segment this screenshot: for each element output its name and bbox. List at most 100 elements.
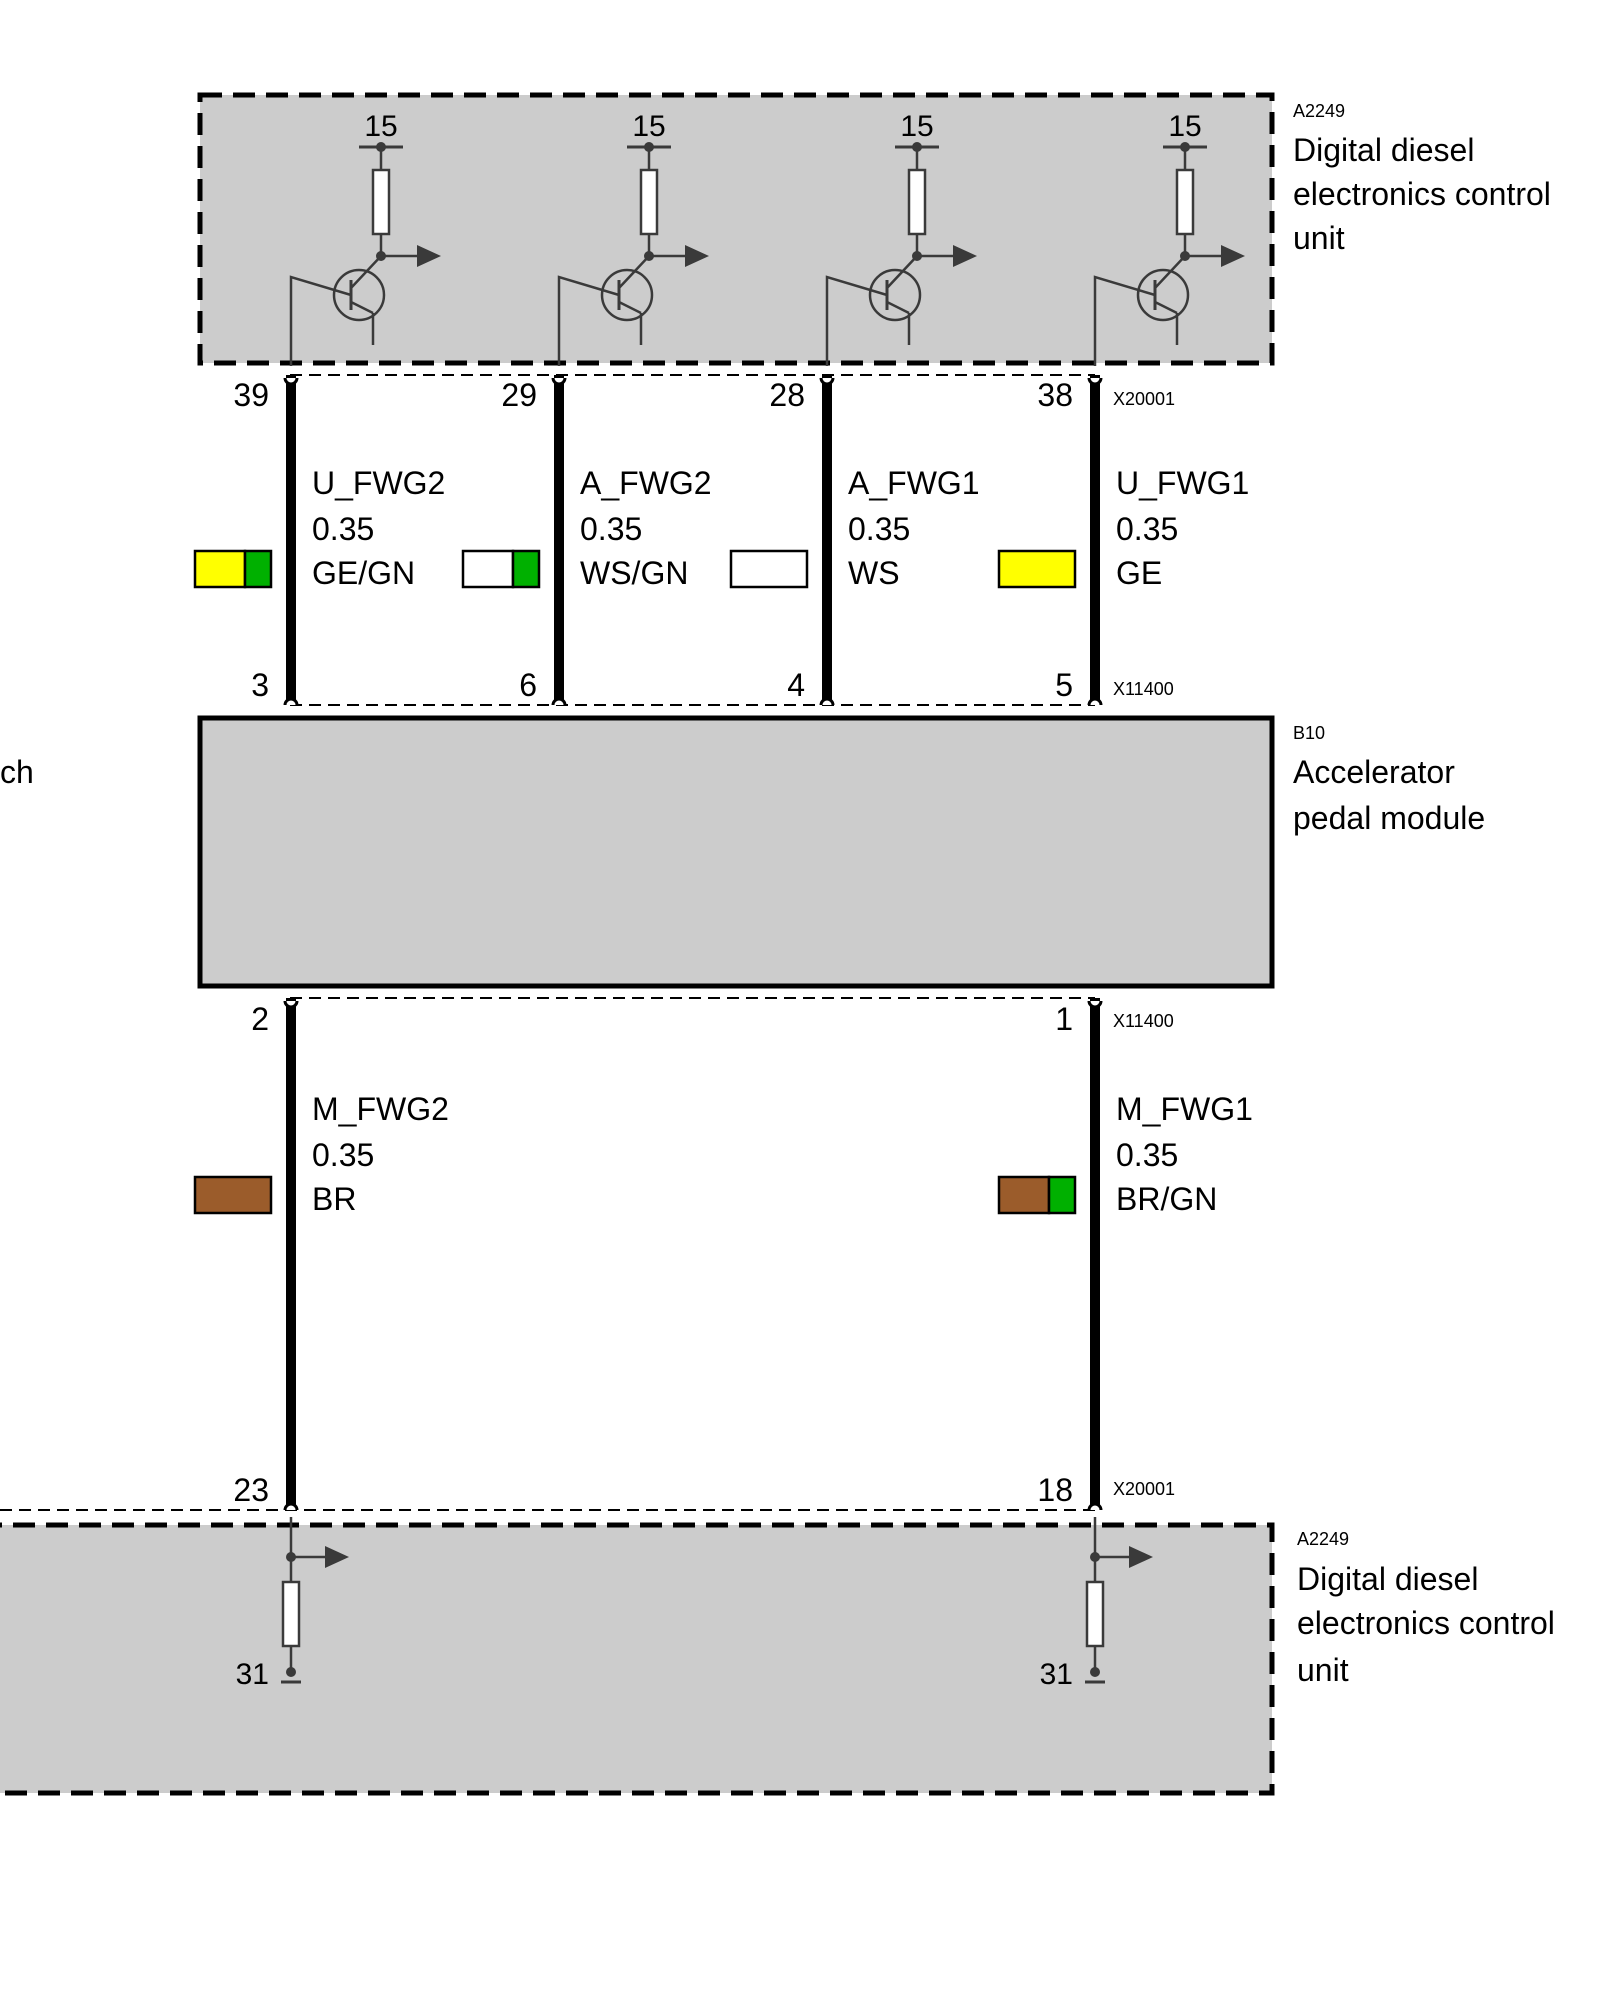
supply-label-15: 15 xyxy=(632,110,665,143)
wire-name: M_FWG2 xyxy=(312,1091,449,1127)
pin-bottom: 23 xyxy=(233,1472,269,1508)
output-driver-circuit: 15 xyxy=(1093,110,1245,366)
base-lead xyxy=(1093,275,1156,366)
top-ecu-box xyxy=(197,92,1275,366)
wire-color-code: GE xyxy=(1116,555,1162,591)
wire-M_FWG2: 2 23 M_FWG2 0.35 BR xyxy=(193,998,449,1510)
wire-size: 0.35 xyxy=(1116,511,1178,547)
pedal-module-box xyxy=(197,715,1275,989)
terminal-arc xyxy=(1087,377,1103,386)
wire-U_FWG1: 38 5 U_FWG1 0.35 GE xyxy=(997,375,1249,705)
terminal-arc xyxy=(283,697,299,706)
output-driver-circuit: 15 xyxy=(825,110,977,366)
connector-id-pedal-top: X11400 xyxy=(1113,679,1174,699)
wire-M_FWG1: 1 18 M_FWG1 0.35 BR/GN xyxy=(997,998,1253,1510)
wire-size: 0.35 xyxy=(312,1137,374,1173)
output-driver-circuit: 15 xyxy=(289,110,441,366)
pedal-module: B10 Accelerator pedal module ch xyxy=(0,715,1485,989)
transistor-collector xyxy=(886,255,918,289)
transistor-emitter xyxy=(350,300,374,315)
transistor-collector xyxy=(618,255,650,289)
swatch-color-BR xyxy=(997,1175,1051,1215)
wire-name: U_FWG1 xyxy=(1116,465,1249,501)
wire-color-code: GE/GN xyxy=(312,555,415,591)
color-swatch xyxy=(729,549,809,589)
resistor-icon xyxy=(1175,168,1195,236)
base-lead xyxy=(289,275,352,366)
terminal-arc xyxy=(819,377,835,386)
arrow-icon xyxy=(1221,245,1245,267)
bottom-ecu-label-line-2: electronics control xyxy=(1297,1605,1555,1641)
color-swatch xyxy=(461,549,541,589)
top-ecu-id: A2249 xyxy=(1293,101,1345,121)
transistor-icon xyxy=(868,268,922,322)
transistor-collector xyxy=(350,255,382,289)
transistor-icon xyxy=(1136,268,1190,322)
resistor-icon xyxy=(281,1580,301,1648)
wire-name: M_FWG1 xyxy=(1116,1091,1253,1127)
resistor-icon xyxy=(907,168,927,236)
arrow-icon xyxy=(417,245,441,267)
pedal-module-id: B10 xyxy=(1293,723,1325,743)
bottom-ecu: 31 31 A2249 Digital diesel electronics co… xyxy=(0,1517,1555,1796)
wire-name: A_FWG1 xyxy=(848,465,980,501)
swatch-color-GE xyxy=(997,549,1077,589)
terminal-arc xyxy=(1087,1502,1103,1511)
color-swatch xyxy=(997,549,1077,589)
ground-label-31: 31 xyxy=(236,1658,269,1691)
connector-id-bottom-ecu: X20001 xyxy=(1113,1479,1175,1499)
arrow-icon xyxy=(953,245,977,267)
color-swatch xyxy=(997,1175,1077,1215)
pin-top: 1 xyxy=(1055,1001,1073,1037)
top-ecu-label-line-3: unit xyxy=(1293,220,1345,256)
arrow-icon xyxy=(685,245,709,267)
pin-bottom: 18 xyxy=(1037,1472,1073,1508)
wire-size: 0.35 xyxy=(848,511,910,547)
wire-A_FWG2: 29 6 A_FWG2 0.35 WS/GN xyxy=(461,375,712,705)
ground-label-31: 31 xyxy=(1040,1658,1073,1691)
pedal-module-label-line-1: Accelerator xyxy=(1293,754,1455,790)
transistor-emitter xyxy=(618,300,642,315)
transistor-collector xyxy=(1154,255,1186,289)
transistor-emitter xyxy=(886,300,910,315)
supply-label-15: 15 xyxy=(1168,110,1201,143)
transistor-icon xyxy=(332,268,386,322)
terminal-arc xyxy=(551,377,567,386)
bottom-ecu-box xyxy=(0,1522,1275,1796)
input-pulldown-circuit: 31 xyxy=(236,1517,349,1691)
color-swatch xyxy=(193,549,273,589)
resistor-icon xyxy=(371,168,391,236)
pin-bottom: 4 xyxy=(787,667,805,703)
terminal-arc xyxy=(1087,1000,1103,1009)
wire-size: 0.35 xyxy=(312,511,374,547)
input-pulldown-circuit: 31 xyxy=(1040,1517,1153,1691)
wire-A_FWG1: 28 4 A_FWG1 0.35 WS xyxy=(729,375,980,705)
bottom-ecu-label-line-1: Digital diesel xyxy=(1297,1561,1478,1597)
color-swatch xyxy=(193,1175,273,1215)
swatch-color-GN xyxy=(1047,1175,1077,1215)
swatch-color-GE xyxy=(193,549,247,589)
swatch-color-WS xyxy=(461,549,515,589)
top-ecu-circuits: 15 15 15 15 xyxy=(289,110,1245,366)
pin-top: 2 xyxy=(251,1001,269,1037)
arrow-icon xyxy=(1129,1546,1153,1568)
pedal-module-label-line-2: pedal module xyxy=(1293,800,1485,836)
transistor-emitter xyxy=(1154,300,1178,315)
wire-color-code: BR/GN xyxy=(1116,1181,1217,1217)
terminal-arc xyxy=(1087,697,1103,706)
transistor-icon xyxy=(600,268,654,322)
terminal-arc xyxy=(283,1000,299,1009)
terminal-arc xyxy=(283,377,299,386)
wire-name: A_FWG2 xyxy=(580,465,712,501)
resistor-icon xyxy=(1085,1580,1105,1648)
terminal-arc xyxy=(283,1502,299,1511)
output-driver-circuit: 15 xyxy=(557,110,709,366)
wire-U_FWG2: 39 3 U_FWG2 0.35 GE/GN xyxy=(193,375,445,705)
terminal-arc xyxy=(551,697,567,706)
bottom-ecu-id: A2249 xyxy=(1297,1529,1349,1549)
junction-dot xyxy=(1090,1667,1100,1677)
swatch-color-BR xyxy=(193,1175,273,1215)
upper-wires: 39 3 U_FWG2 0.35 GE/GN 29 6 A_FWG2 0.35 … xyxy=(193,375,1249,705)
